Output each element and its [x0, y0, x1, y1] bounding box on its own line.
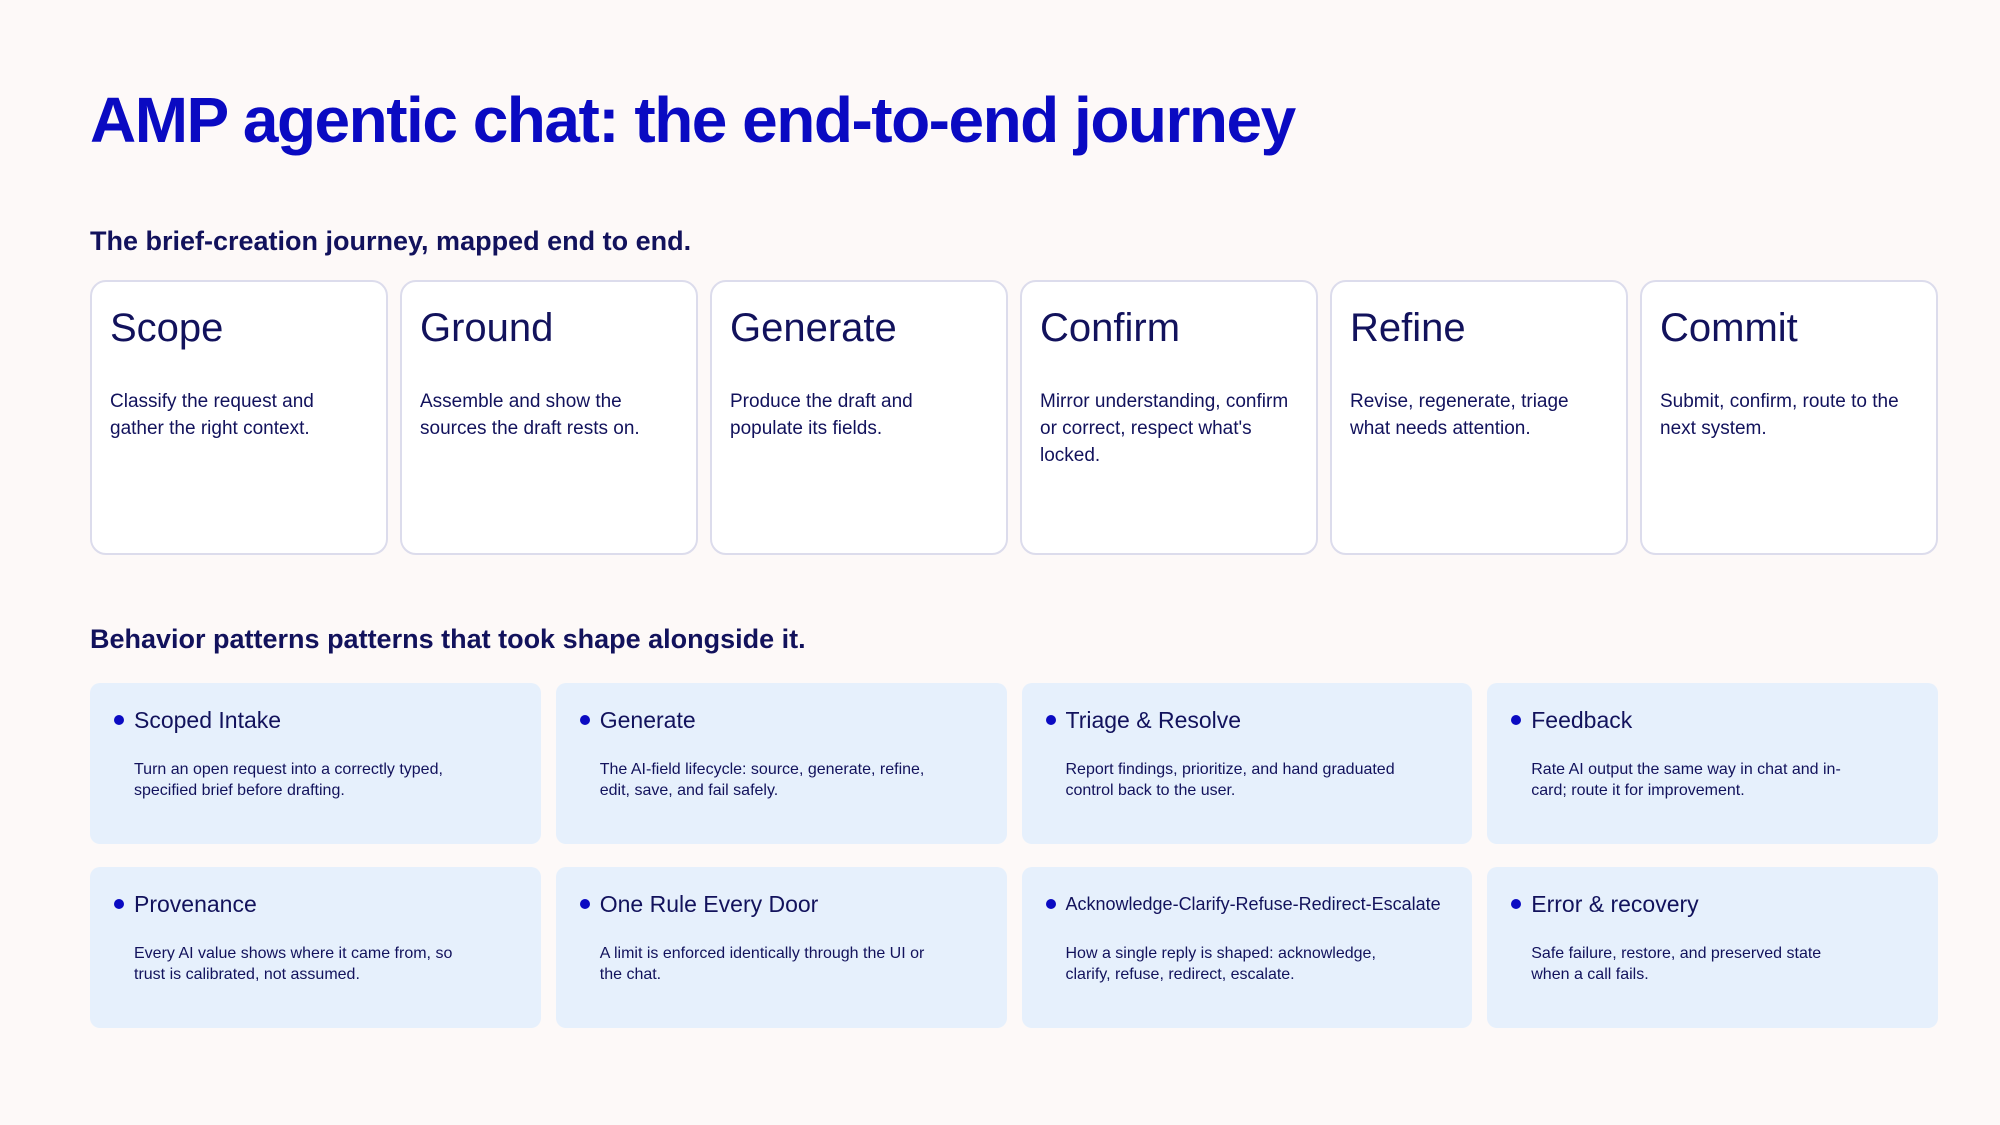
stage-card-ground: Ground Assemble and show the sources the…: [400, 280, 698, 555]
pattern-description: Every AI value shows where it came from,…: [134, 945, 453, 983]
bullet-icon: [1511, 715, 1522, 725]
stage-description: Classify the request and gather the righ…: [110, 391, 314, 439]
pattern-header: Triage & Resolve: [1045, 705, 1453, 735]
journey-heading: The brief-creation journey, mapped end t…: [90, 226, 692, 256]
pattern-title: Generate: [599, 706, 696, 733]
stage-description: Submit, confirm, route to the next syste…: [1660, 391, 1899, 439]
pattern-header: One Rule Every Door: [579, 889, 987, 919]
stage-description: Produce the draft and populate its field…: [730, 391, 913, 439]
patterns-heading: Behavior patterns patterns that took sha…: [90, 624, 806, 654]
bullet-icon: [579, 899, 590, 909]
pattern-description: How a single reply is shaped: acknowledg…: [1065, 945, 1376, 983]
stage-description: Revise, regenerate, triage what needs at…: [1350, 391, 1569, 439]
pattern-title: Scoped Intake: [134, 706, 282, 733]
pattern-title: Error & recovery: [1531, 890, 1699, 917]
pattern-card-provenance: Provenance Every AI value shows where it…: [90, 867, 541, 1028]
pattern-card-generate: Generate The AI-field lifecycle: source,…: [555, 683, 1007, 844]
pattern-description: Turn an open request into a correctly ty…: [134, 761, 443, 799]
stage-description: Assemble and show the sources the draft …: [420, 391, 640, 439]
pattern-card-triage-resolve: Triage & Resolve Report findings, priori…: [1021, 683, 1473, 844]
page-title: AMP agentic chat: the end-to-end journey: [90, 84, 1296, 156]
stage-card-scope: Scope Classify the request and gather th…: [90, 280, 388, 555]
pattern-description: Report findings, prioritize, and hand gr…: [1065, 761, 1395, 799]
journey-stages: Scope Classify the request and gather th…: [90, 280, 1938, 555]
stage-title: Confirm: [1040, 306, 1181, 350]
stage-card-confirm: Confirm Mirror understanding, confirm or…: [1020, 280, 1318, 555]
stage-title: Generate: [730, 306, 897, 350]
bullet-icon: [114, 899, 124, 909]
pattern-header: Generate: [579, 705, 987, 735]
pattern-header: Provenance: [114, 889, 521, 919]
stage-title: Ground: [420, 306, 554, 350]
bullet-icon: [114, 715, 124, 725]
stage-card-refine: Refine Revise, regenerate, triage what n…: [1330, 280, 1628, 555]
pattern-header: Acknowledge-Clarify-Refuse-Redirect-Esca…: [1045, 889, 1453, 919]
pattern-description: Safe failure, restore, and preserved sta…: [1531, 945, 1822, 983]
pattern-card-scoped-intake: Scoped Intake Turn an open request into …: [90, 683, 541, 844]
pattern-title: Acknowledge-Clarify-Refuse-Redirect-Esca…: [1065, 893, 1441, 914]
pattern-title: Provenance: [134, 890, 257, 917]
patterns-grid: Scoped Intake Turn an open request into …: [90, 683, 1938, 1028]
pattern-card-error-recovery: Error & recovery Safe failure, restore, …: [1487, 867, 1938, 1028]
stage-description: Mirror understanding, confirm or correct…: [1040, 391, 1289, 466]
bullet-icon: [579, 715, 590, 725]
pattern-card-feedback: Feedback Rate AI output the same way in …: [1487, 683, 1938, 844]
pattern-description: Rate AI output the same way in chat and …: [1531, 761, 1841, 799]
stage-title: Refine: [1350, 306, 1466, 350]
stage-card-generate: Generate Produce the draft and populate …: [710, 280, 1008, 555]
pattern-description: A limit is enforced identically through …: [599, 945, 925, 983]
pattern-header: Feedback: [1511, 705, 1918, 735]
pattern-title: One Rule Every Door: [599, 890, 819, 917]
pattern-title: Triage & Resolve: [1065, 706, 1242, 733]
pattern-card-one-rule-every-door: One Rule Every Door A limit is enforced …: [555, 867, 1007, 1028]
pattern-description: The AI-field lifecycle: source, generate…: [599, 761, 925, 799]
pattern-card-acknowledge-clarify: Acknowledge-Clarify-Refuse-Redirect-Esca…: [1021, 867, 1473, 1028]
bullet-icon: [1511, 899, 1522, 909]
bullet-icon: [1045, 715, 1056, 725]
stage-card-commit: Commit Submit, confirm, route to the nex…: [1640, 280, 1938, 555]
pattern-header: Scoped Intake: [114, 705, 521, 735]
bullet-icon: [1045, 899, 1056, 909]
pattern-title: Feedback: [1531, 706, 1633, 733]
stage-title: Commit: [1660, 306, 1798, 350]
stage-title: Scope: [110, 306, 224, 350]
pattern-header: Error & recovery: [1511, 889, 1918, 919]
